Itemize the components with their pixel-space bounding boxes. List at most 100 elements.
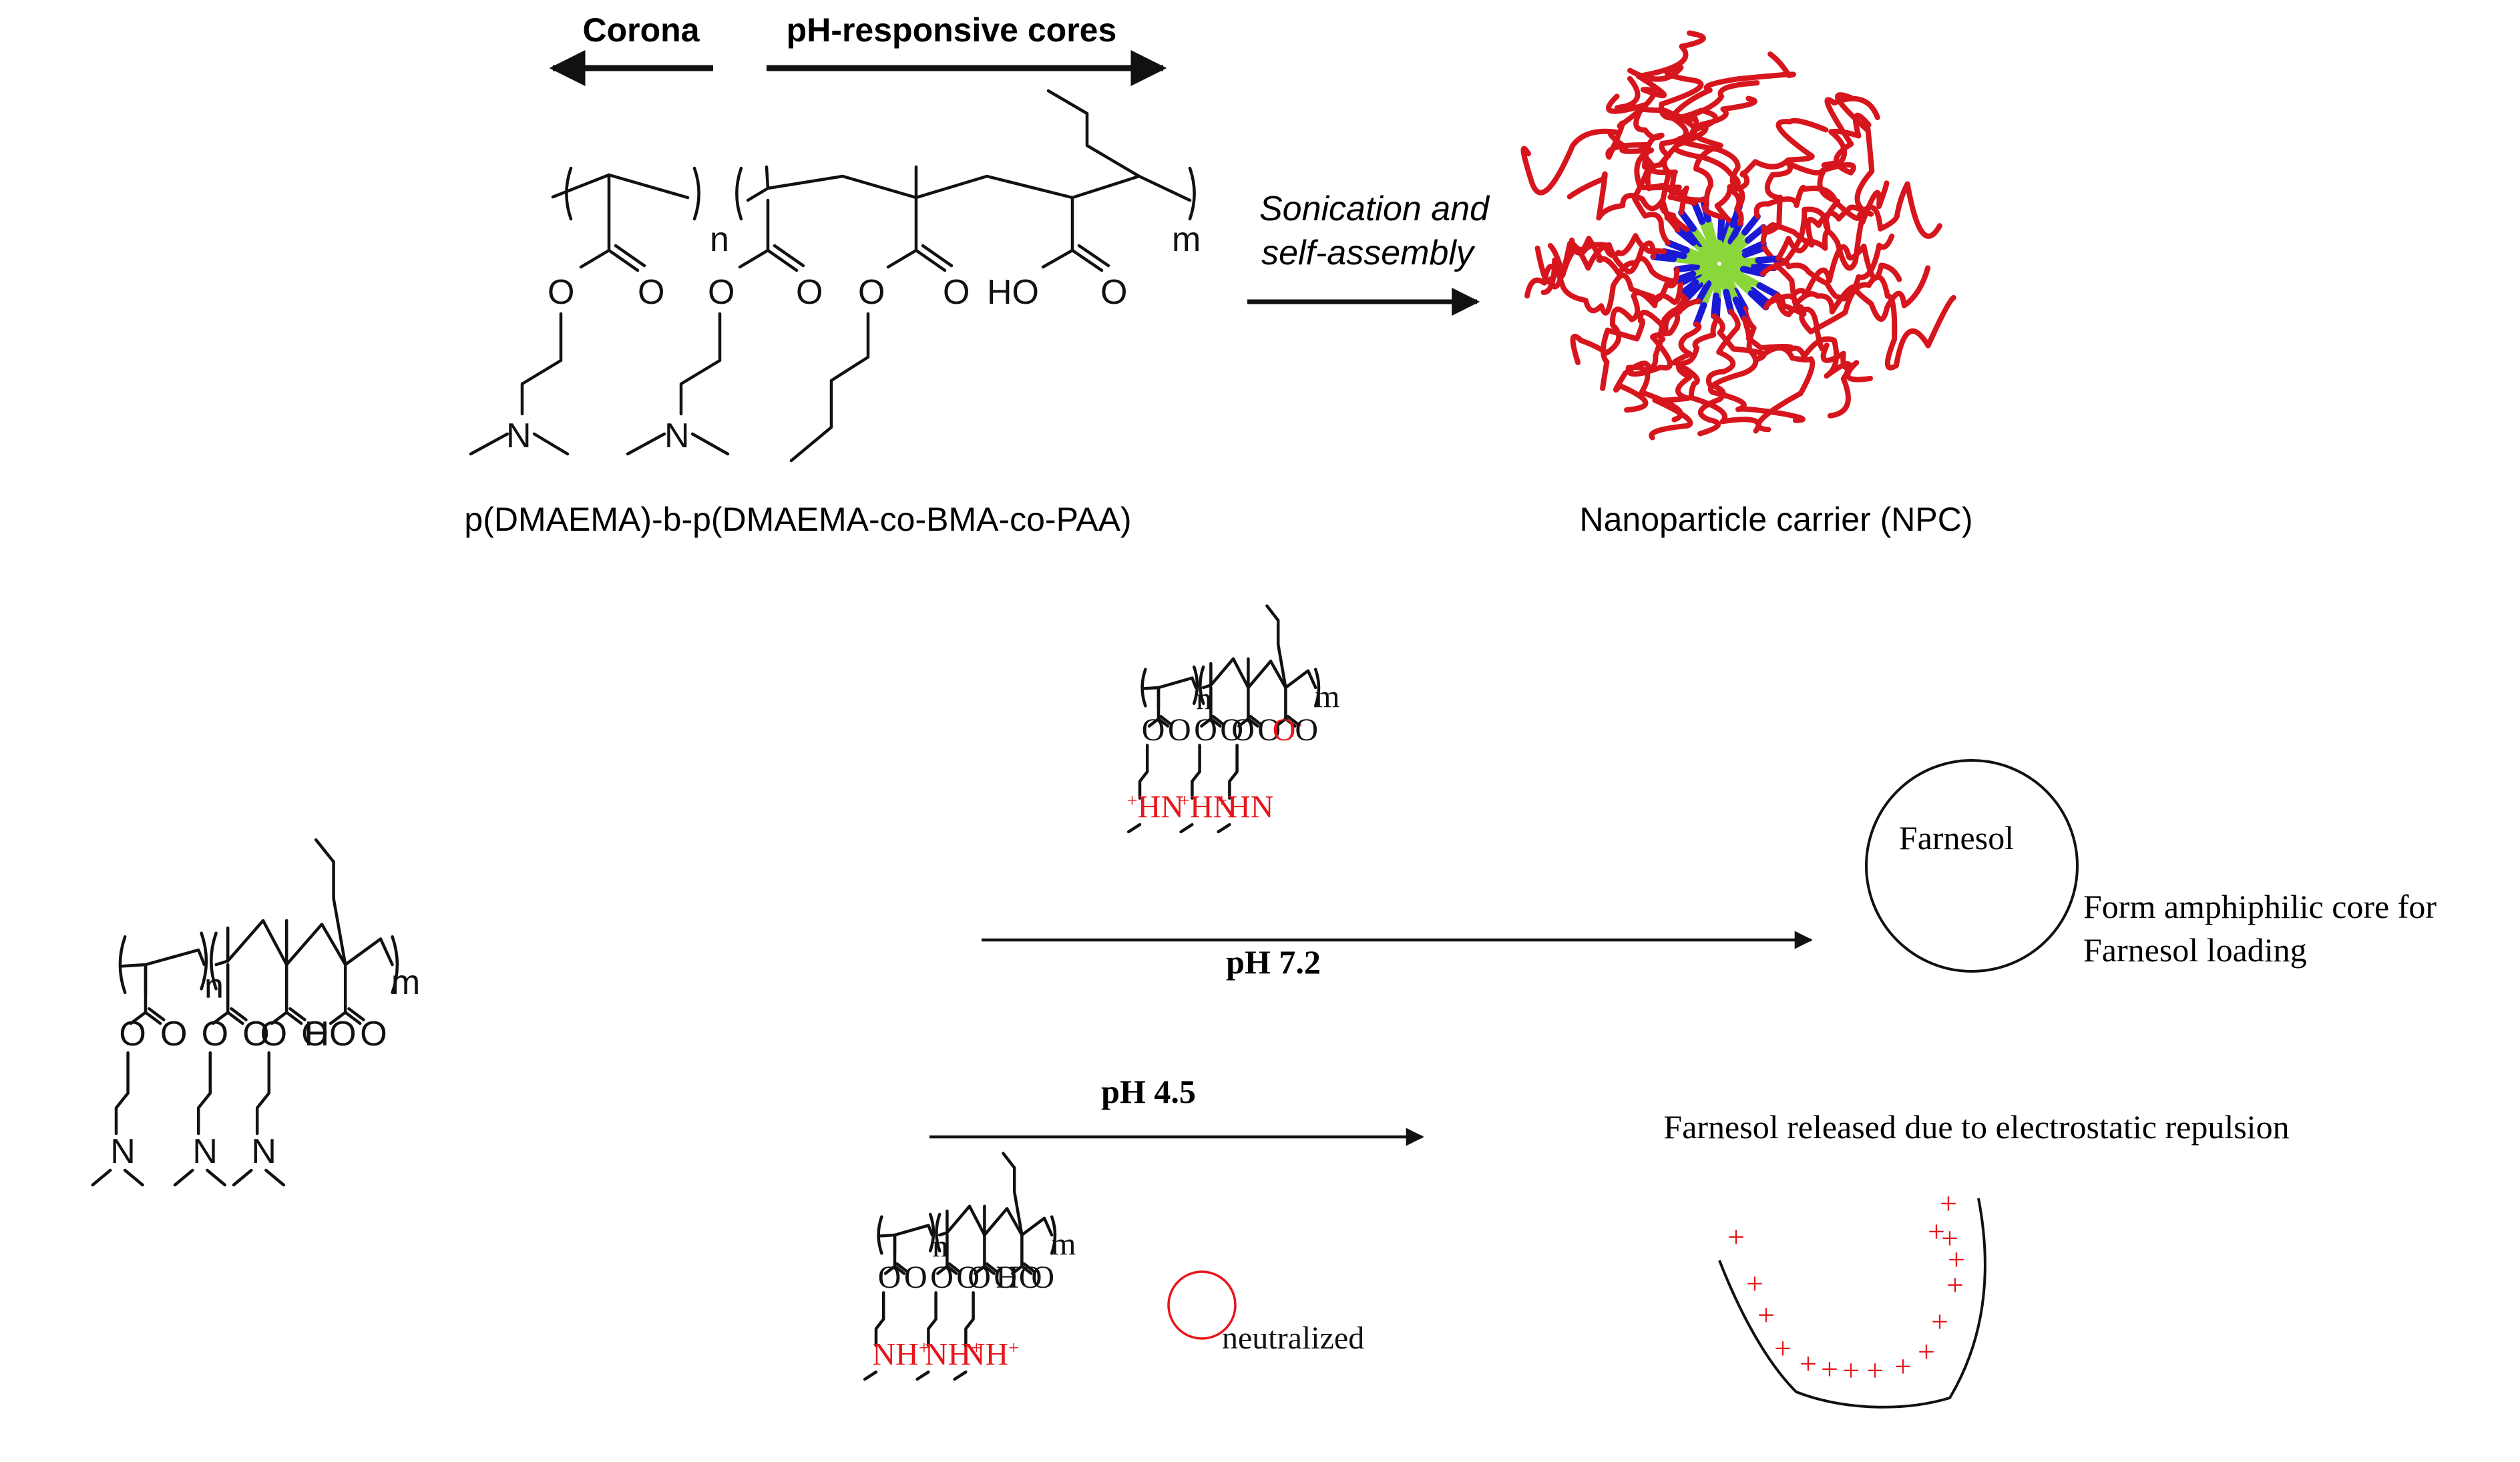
bond-path bbox=[347, 1007, 365, 1021]
bond-path bbox=[886, 196, 918, 269]
corona-chain bbox=[1775, 180, 1890, 271]
carbonyl-oxygen: O bbox=[1295, 712, 1318, 748]
positive-charge: + bbox=[1842, 1353, 1860, 1387]
bond-path bbox=[948, 1262, 961, 1273]
bond-path bbox=[789, 312, 870, 463]
bond-path bbox=[210, 931, 218, 991]
carbonyl-oxygen: O bbox=[360, 1015, 387, 1053]
bond-path bbox=[565, 166, 573, 221]
bond-path bbox=[1313, 668, 1321, 708]
bond-path bbox=[196, 1051, 212, 1136]
bond-path bbox=[877, 1215, 883, 1255]
bond-path bbox=[690, 432, 730, 456]
ammonium-group: +HN bbox=[1126, 789, 1184, 824]
bond-path bbox=[946, 1264, 958, 1275]
bond-line bbox=[773, 244, 805, 268]
core-chain-segment bbox=[1683, 281, 1703, 302]
positive-charge: + bbox=[1757, 1298, 1775, 1332]
core-chain-segment bbox=[1717, 214, 1725, 241]
amine-nitrogen: N bbox=[251, 1132, 276, 1171]
amine-nitrogen: N bbox=[192, 1132, 218, 1171]
positive-charge: + bbox=[1746, 1266, 1763, 1300]
core-chain-segment bbox=[1665, 239, 1690, 254]
ph-acidic-label: pH 4.5 bbox=[1101, 1073, 1196, 1110]
bond-path bbox=[964, 1291, 975, 1347]
bond-path bbox=[1126, 822, 1142, 834]
bond-path bbox=[1191, 744, 1201, 800]
corona-chain bbox=[1614, 75, 1671, 246]
bond-line bbox=[614, 244, 646, 268]
core-chain-segment bbox=[1723, 288, 1735, 315]
carbonyl-oxygen: O bbox=[904, 1260, 927, 1295]
bond-path bbox=[1265, 604, 1287, 690]
core-chain-segment bbox=[1673, 263, 1701, 273]
bond-line bbox=[914, 248, 947, 272]
bond-path bbox=[232, 1168, 253, 1187]
bond-path bbox=[1188, 166, 1196, 221]
bond-path bbox=[206, 1168, 227, 1187]
core-chain-segment bbox=[1677, 279, 1699, 298]
npc-label: Nanoparticle carrier (NPC) bbox=[1579, 501, 1972, 538]
bond-path bbox=[1002, 1152, 1024, 1237]
bond-path bbox=[91, 1168, 112, 1187]
corona-chain bbox=[1671, 321, 1761, 434]
process-line-2: self-assembly bbox=[1261, 234, 1476, 272]
disrupted-core-curve bbox=[1718, 1198, 1986, 1409]
positive-charge: + bbox=[1940, 1186, 1957, 1220]
bond-line bbox=[766, 248, 799, 272]
bond-path bbox=[735, 166, 743, 221]
core-chain-segment bbox=[1721, 257, 1762, 267]
bond-path bbox=[391, 935, 399, 995]
bond-path bbox=[469, 432, 509, 456]
corona-chain bbox=[1534, 240, 1657, 290]
ester-oxygen: O bbox=[930, 1260, 954, 1295]
bond-path bbox=[1249, 714, 1262, 726]
bond-path bbox=[679, 312, 722, 416]
positive-charge: + bbox=[1941, 1221, 1958, 1255]
bond-path bbox=[985, 1262, 998, 1273]
corona-chain bbox=[1753, 181, 1942, 239]
carbonyl-oxygen: O bbox=[1168, 712, 1191, 748]
ammonium-group: NH+ bbox=[962, 1336, 1020, 1372]
corona-chain bbox=[1697, 308, 1741, 437]
bond-line bbox=[607, 248, 640, 272]
bond-path bbox=[1209, 717, 1222, 728]
bond-path bbox=[1199, 665, 1205, 706]
polymer-name: p(DMAEMA)-b-p(DMAEMA-co-BMA-co-PAA) bbox=[464, 501, 1131, 538]
bond-path bbox=[288, 1007, 306, 1021]
core-chain-segment bbox=[1693, 302, 1707, 328]
core-chain-segment bbox=[1650, 253, 1677, 262]
core-chain-segment bbox=[1705, 216, 1721, 262]
corona-chain bbox=[1625, 292, 1687, 423]
bond-path bbox=[874, 1291, 885, 1347]
bond-path bbox=[123, 1168, 144, 1187]
corona-chain bbox=[1741, 315, 1852, 419]
core-chain-segment bbox=[1683, 226, 1704, 248]
positive-charges: ++++++++++++++++ bbox=[1727, 1186, 1965, 1387]
bond-path bbox=[120, 948, 206, 968]
bond-path bbox=[626, 432, 666, 456]
corona-chain bbox=[1566, 171, 1689, 232]
core-chain-segment bbox=[1741, 244, 1767, 258]
bond-path bbox=[551, 173, 690, 200]
bond-path bbox=[878, 1224, 934, 1238]
bond-path bbox=[1041, 196, 1074, 269]
core-note-line-1: Form amphiphilic core for bbox=[2083, 888, 2437, 925]
farnesol-core-circle bbox=[1865, 759, 2079, 973]
ester-oxygen: O bbox=[878, 1260, 901, 1295]
corona-chain bbox=[1760, 264, 1931, 322]
ester-oxygen: O bbox=[202, 1015, 228, 1053]
amine-nitrogen: N bbox=[664, 417, 690, 455]
bond-path bbox=[1192, 665, 1199, 706]
corona-chain bbox=[1771, 233, 1895, 302]
bond-path bbox=[579, 198, 611, 269]
carbonyl-oxygen: O bbox=[160, 1015, 187, 1053]
positive-charge: + bbox=[1946, 1268, 1964, 1302]
bond-path bbox=[935, 1212, 941, 1253]
hydroxyl: HO bbox=[987, 273, 1039, 312]
bond-path bbox=[1201, 657, 1317, 690]
positive-charge: + bbox=[1866, 1353, 1884, 1387]
